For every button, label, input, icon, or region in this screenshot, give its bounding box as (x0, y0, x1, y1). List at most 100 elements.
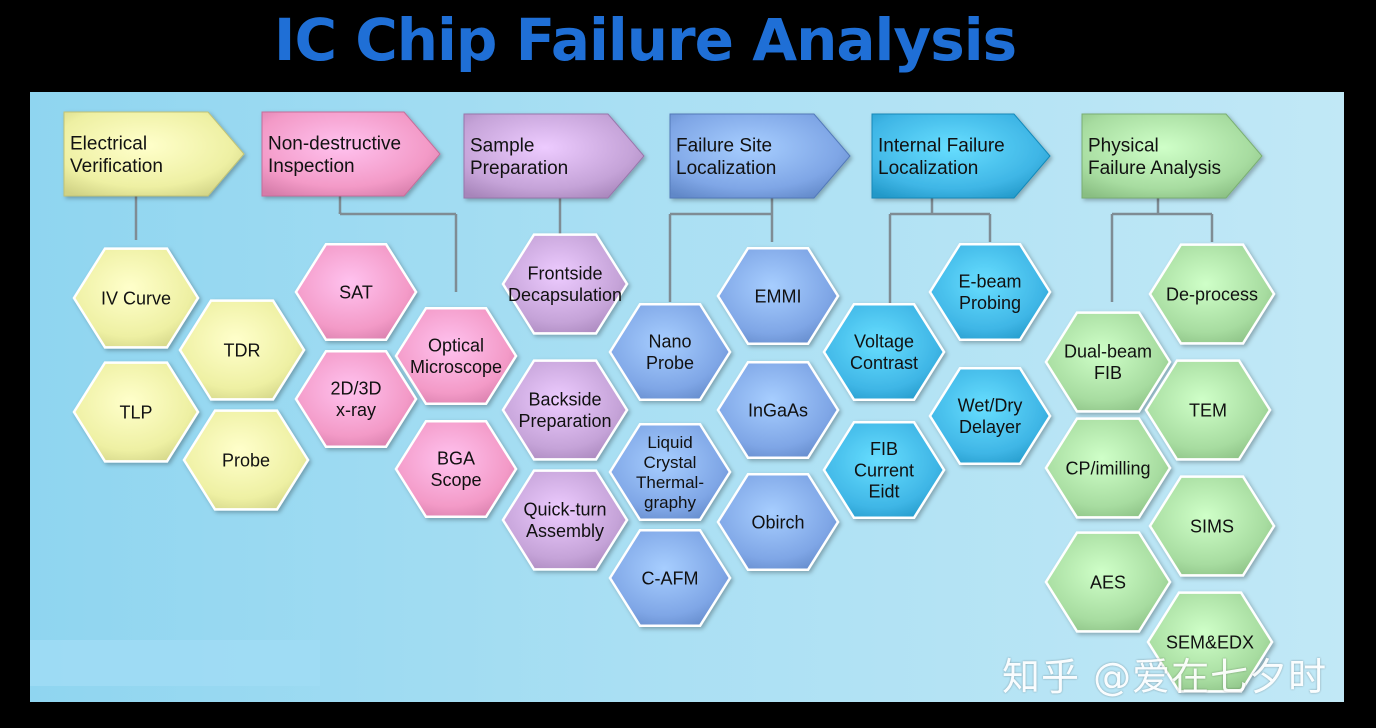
header-label-electrical: Verification (70, 156, 163, 177)
hex-shape (608, 528, 732, 628)
header-arrow-failure_site (669, 113, 851, 199)
hex-physical-3: CP/imilling (1044, 417, 1172, 519)
hex-shape (822, 420, 946, 520)
hex-label: Probe (646, 353, 694, 373)
category-sample: SamplePreparationFrontsideDecapsulationB… (463, 113, 645, 571)
hex-shape (608, 302, 732, 402)
hex-label: Obirch (751, 512, 804, 532)
hex-label: Voltage (854, 332, 914, 352)
hex-label: Eidt (868, 482, 899, 502)
header-label-internal: Internal Failure (878, 135, 1005, 156)
hex-label: Liquid (647, 433, 692, 452)
hex-label: BGA (437, 449, 475, 469)
hex-label: E-beam (958, 272, 1021, 292)
hex-label: EMMI (755, 286, 802, 306)
header-label-sample: Sample (470, 135, 534, 156)
connector-lines (888, 196, 992, 304)
header-label-electrical: Electrical (70, 133, 147, 154)
hex-label: Frontside (527, 264, 602, 284)
hex-label: x-ray (336, 400, 376, 420)
hex-label: Wet/Dry (958, 396, 1023, 416)
hex-label: IV Curve (101, 288, 171, 308)
hex-label: Probing (959, 293, 1021, 313)
connector-lines (338, 196, 458, 292)
hex-shape (501, 233, 629, 335)
hex-label: AES (1090, 572, 1126, 592)
hex-shape (394, 419, 518, 519)
hex-label: Contrast (850, 353, 918, 373)
header-arrow-nondestructive (261, 111, 441, 197)
hex-label: TLP (119, 402, 152, 422)
hex-label: TEM (1189, 400, 1227, 420)
header-arrow-internal (871, 113, 1051, 199)
hex-label: Thermal- (636, 473, 704, 492)
header-label-nondestructive: Non-destructive (268, 133, 401, 154)
connector-lines (668, 196, 774, 302)
hex-shape (928, 366, 1052, 466)
hex-label: Current (854, 460, 914, 480)
page-title: IC Chip Failure Analysis (273, 6, 1017, 74)
category-failure_site: Failure SiteLocalizationEMMINanoProbeInG… (608, 113, 851, 628)
hex-label: Optical (428, 336, 484, 356)
hex-label: Quick-turn (523, 500, 606, 520)
hex-label: SAT (339, 282, 373, 302)
hex-shape (1144, 359, 1272, 461)
hex-shape (928, 242, 1052, 342)
hex-label: FIB (1094, 363, 1122, 383)
header-label-physical: Physical (1088, 135, 1159, 156)
header-arrow-sample (463, 113, 645, 199)
hex-shape (1148, 243, 1276, 345)
hex-label: Dual-beam (1064, 342, 1152, 362)
header-label-sample: Preparation (470, 158, 568, 179)
hex-label: Decapsulation (508, 285, 622, 305)
hex-failure_site-5: C-AFM (608, 528, 732, 628)
hex-physical-4: SIMS (1148, 475, 1276, 577)
header-label-failure_site: Failure Site (676, 135, 772, 156)
hex-label: Scope (430, 470, 481, 490)
hex-label: De-process (1166, 284, 1258, 304)
category-internal: Internal FailureLocalizationE-beamProbin… (822, 113, 1052, 520)
hex-label: Delayer (959, 417, 1021, 437)
header-label-nondestructive: Inspection (268, 156, 355, 177)
hex-shape (182, 409, 310, 511)
hex-failure_site-2: InGaAs (716, 360, 840, 460)
decorative-strip (30, 640, 320, 686)
hex-label: InGaAs (748, 400, 808, 420)
hex-electrical-2: TLP (72, 361, 200, 463)
header-label-internal: Localization (878, 158, 978, 179)
hex-physical-2: TEM (1144, 359, 1272, 461)
hex-electrical-1: TDR (178, 299, 306, 401)
hex-nondestructive-2: 2D/3Dx-ray (294, 349, 418, 449)
hex-label: C-AFM (642, 568, 699, 588)
header-label-physical: Failure Analysis (1088, 158, 1221, 179)
header-arrow-physical (1081, 113, 1263, 199)
hex-electrical-3: Probe (182, 409, 310, 511)
hex-failure_site-0: EMMI (716, 246, 840, 346)
hex-nondestructive-0: SAT (294, 242, 418, 342)
hex-label: Assembly (526, 521, 604, 541)
watermark: 知乎 @爱在七夕时 (1002, 655, 1328, 699)
hex-label: CP/imilling (1065, 458, 1150, 478)
hex-label: Probe (222, 450, 270, 470)
hex-label: Microscope (410, 357, 502, 377)
hex-shape (394, 306, 518, 406)
hex-shape (608, 422, 732, 522)
hex-shape (716, 472, 840, 572)
hex-shape (178, 299, 306, 401)
hex-label: Preparation (518, 411, 611, 431)
hex-shape (1044, 311, 1172, 413)
hex-shape (1044, 417, 1172, 519)
hex-shape (822, 302, 946, 402)
header-label-failure_site: Localization (676, 158, 776, 179)
hex-physical-6: SEM&EDX (1146, 591, 1274, 693)
